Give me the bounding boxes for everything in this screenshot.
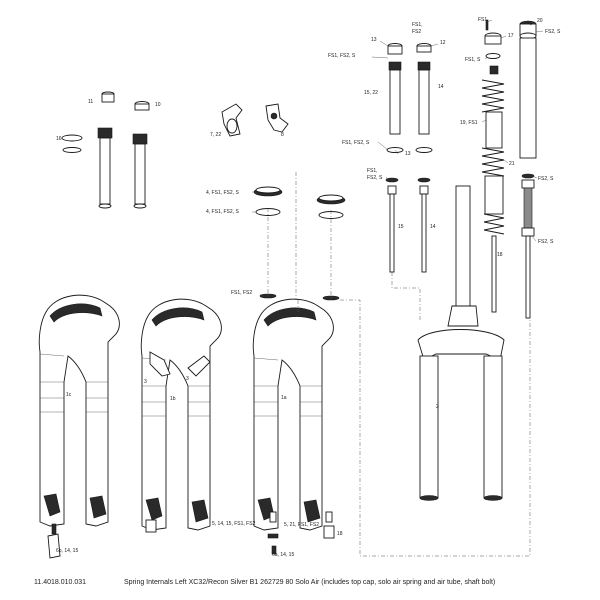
callout-18-b: 18 — [337, 531, 343, 537]
callout-16: 16 — [56, 136, 62, 142]
remote-callouts: 7, 22 8 — [210, 132, 284, 138]
callout-3-a: 3 — [144, 379, 147, 385]
callout-fs2-s-top: FS2, S — [545, 29, 561, 35]
damper-callouts: 13 FS1, FS2 12 FS1, FS2, S 15, 22 14 FS1… — [328, 22, 446, 230]
callout-6a-14-15: 6a, 14, 15 — [272, 552, 294, 558]
callout-1a: 1a — [281, 395, 287, 401]
part-number: 11.4018.010.031 — [34, 579, 87, 586]
callout-15-b: 15 — [398, 224, 404, 230]
small-assemblies — [61, 91, 150, 209]
callout-19-fs1: 19, FS1 — [460, 120, 478, 126]
callout-fs2-s-r2: FS2, S — [538, 239, 554, 245]
callout-fs1-b: FS1, — [367, 168, 378, 174]
callout-1c: 1c — [66, 392, 72, 398]
callout-15-22: 15, 22 — [364, 90, 378, 96]
callout-4-fs1-fs2-s-a: 4, FS1, FS2, S — [206, 190, 239, 196]
callout-7-22: 7, 22 — [210, 132, 221, 138]
small-assembly-callouts: 11 10 16 — [56, 99, 161, 142]
callout-6b-14-15: 6b, 14, 15 — [56, 548, 78, 554]
callout-14-a: 14 — [438, 84, 444, 90]
callout-fs1-s: FS1, S — [465, 57, 481, 63]
air-spring-column — [481, 37, 537, 319]
callout-fs1-fs2-s-a: FS1, FS2, S — [328, 53, 356, 59]
callout-fs1-fs2-c: FS1, FS2 — [231, 290, 252, 296]
top-cap-callouts: 20 FS1 17 FS2, S FS1, S — [465, 17, 561, 63]
part-description: Spring Internals Left XC32/Recon Silver … — [124, 579, 496, 586]
crown-callouts: 2 — [436, 404, 439, 410]
top-cap-assembly — [484, 19, 537, 59]
callout-2: 2 — [436, 404, 439, 410]
bottom-hardware — [47, 511, 335, 559]
lower-leg-1c — [38, 294, 120, 527]
callout-13: 13 — [371, 37, 377, 43]
callout-fs1-a: FS1, — [412, 22, 423, 28]
callout-fs2-s-r1: FS2, S — [538, 176, 554, 182]
callout-14-b: 14 — [430, 224, 436, 230]
lower-leg-callouts: 1c 1b 1a 3 3 — [66, 376, 287, 402]
crown-steerer-assembly — [297, 185, 531, 557]
callout-11: 11 — [88, 99, 93, 105]
seals-and-rings — [253, 172, 346, 301]
lower-leg-1a — [252, 298, 334, 531]
lower-leg-1b — [140, 298, 222, 531]
callout-1b: 1b — [170, 396, 176, 402]
callout-18: 18 — [497, 252, 503, 258]
air-spring-callouts: 19, FS1 21 FS2, S 18 FS2, S — [460, 119, 554, 258]
callout-fs2-s-b: FS2, S — [367, 175, 383, 181]
parts-caption: 11.4018.010.031 Spring Internals Left XC… — [0, 579, 600, 591]
callout-20: 20 — [537, 18, 543, 24]
callout-12: 12 — [440, 40, 446, 46]
remote-levers — [221, 103, 289, 137]
callout-8: 8 — [281, 132, 284, 138]
callout-13-b: 13 — [405, 151, 411, 157]
callout-17: 17 — [508, 33, 514, 39]
callout-3-b: 3 — [186, 376, 189, 382]
callout-21: 21 — [509, 161, 515, 167]
callout-10: 10 — [155, 102, 161, 108]
seal-callouts: 4, FS1, FS2, S 4, FS1, FS2, S FS1, FS2 — [206, 190, 263, 297]
callout-5-21-fs1-fs2: 5, 21, FS1, FS2 — [284, 522, 319, 528]
callout-fs1-fs2-s-b: FS1, FS2, S — [342, 140, 370, 146]
callout-5-14-15-fs1-fs2: 5, 14, 15, FS1, FS2 — [212, 521, 256, 527]
callout-fs2-a: FS2 — [412, 29, 421, 35]
bottom-callouts: 5, 14, 15, FS1, FS2 5, 21, FS1, FS2 18 6… — [56, 521, 343, 558]
callout-fs1-top: FS1 — [478, 17, 487, 23]
damper-cartridges — [385, 43, 433, 320]
callout-4-fs1-fs2-s-b: 4, FS1, FS2, S — [206, 209, 239, 215]
